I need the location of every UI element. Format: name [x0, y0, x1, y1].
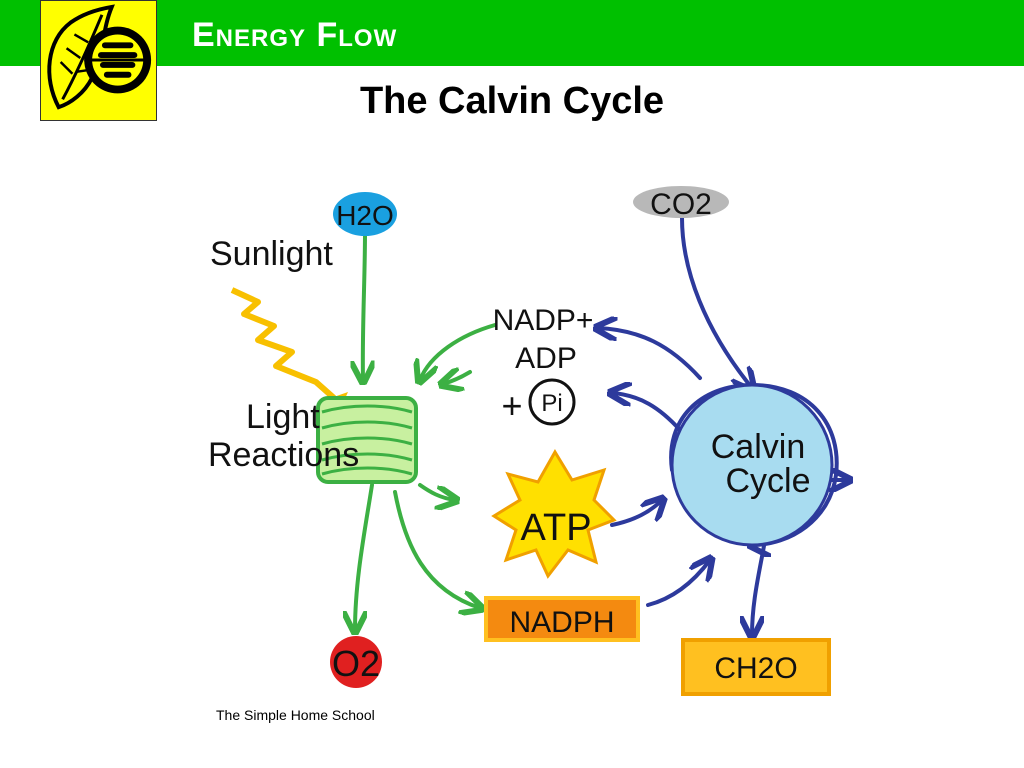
calvin-cycle-node: Calvin Cycle — [670, 383, 834, 547]
light-to-nadph-arrow — [393, 490, 480, 608]
atp-to-calvin-arrow — [610, 500, 662, 527]
nadph-to-calvin-arrow — [646, 560, 710, 607]
light-to-atp-arrow — [418, 483, 455, 500]
h2o-label: H2O — [336, 200, 394, 231]
calvin-to-ch2o-arrow — [752, 538, 767, 635]
co2-to-calvin-arrow — [680, 216, 752, 388]
adp-to-light-arrow — [443, 372, 472, 384]
calvin-label-line2: Cycle — [725, 462, 810, 500]
credit-text: The Simple Home School — [216, 707, 375, 723]
plus-sign: + — [501, 385, 522, 426]
leaf-logo-icon — [40, 0, 157, 121]
calvin-cycle-arrows — [598, 216, 848, 635]
atp-label: ATP — [520, 507, 591, 549]
header-title: Energy Flow — [192, 16, 398, 54]
nadp-plus-label: NADP+ — [493, 304, 594, 337]
o2-label: O2 — [332, 643, 380, 684]
ch2o-label: CH2O — [714, 652, 797, 685]
pi-label: Pi — [541, 390, 562, 417]
light-reactions-line2: Reactions — [208, 436, 359, 474]
nadph-label: NADPH — [509, 606, 614, 639]
sunlight-label: Sunlight — [210, 235, 333, 273]
header-bar — [0, 0, 1024, 66]
nadp-to-light-arrow — [420, 323, 497, 380]
calvin-cycle-loop-arrow — [669, 382, 839, 545]
adp-label: ADP — [515, 342, 577, 375]
co2-label: CO2 — [650, 188, 712, 221]
calvin-to-nadp-arrow — [598, 328, 702, 380]
light-reactions-line1: Light — [246, 398, 320, 436]
calvin-label-line1: Calvin — [711, 428, 805, 466]
h2o-to-light-arrow — [363, 230, 365, 380]
ch2o-node: CH2O — [681, 638, 831, 696]
light-reaction-arrows — [355, 230, 497, 630]
o2-node: O2 — [330, 636, 382, 688]
atp-node: ATP — [491, 449, 617, 579]
sunlight-ray-icon — [230, 287, 336, 401]
light-to-o2-arrow — [355, 483, 374, 630]
nadph-node: NADPH — [484, 596, 640, 642]
calvin-to-adp-arrow — [612, 393, 682, 432]
co2-node: CO2 — [633, 186, 729, 221]
pi-node: Pi — [528, 378, 576, 426]
calvin-cycle-diagram: H2O CO2 Sunlight Light Reactions NADP+ A… — [190, 175, 870, 705]
chloroplast-icon — [316, 396, 418, 484]
slide-subtitle: The Calvin Cycle — [359, 80, 665, 122]
h2o-node: H2O — [333, 192, 397, 236]
